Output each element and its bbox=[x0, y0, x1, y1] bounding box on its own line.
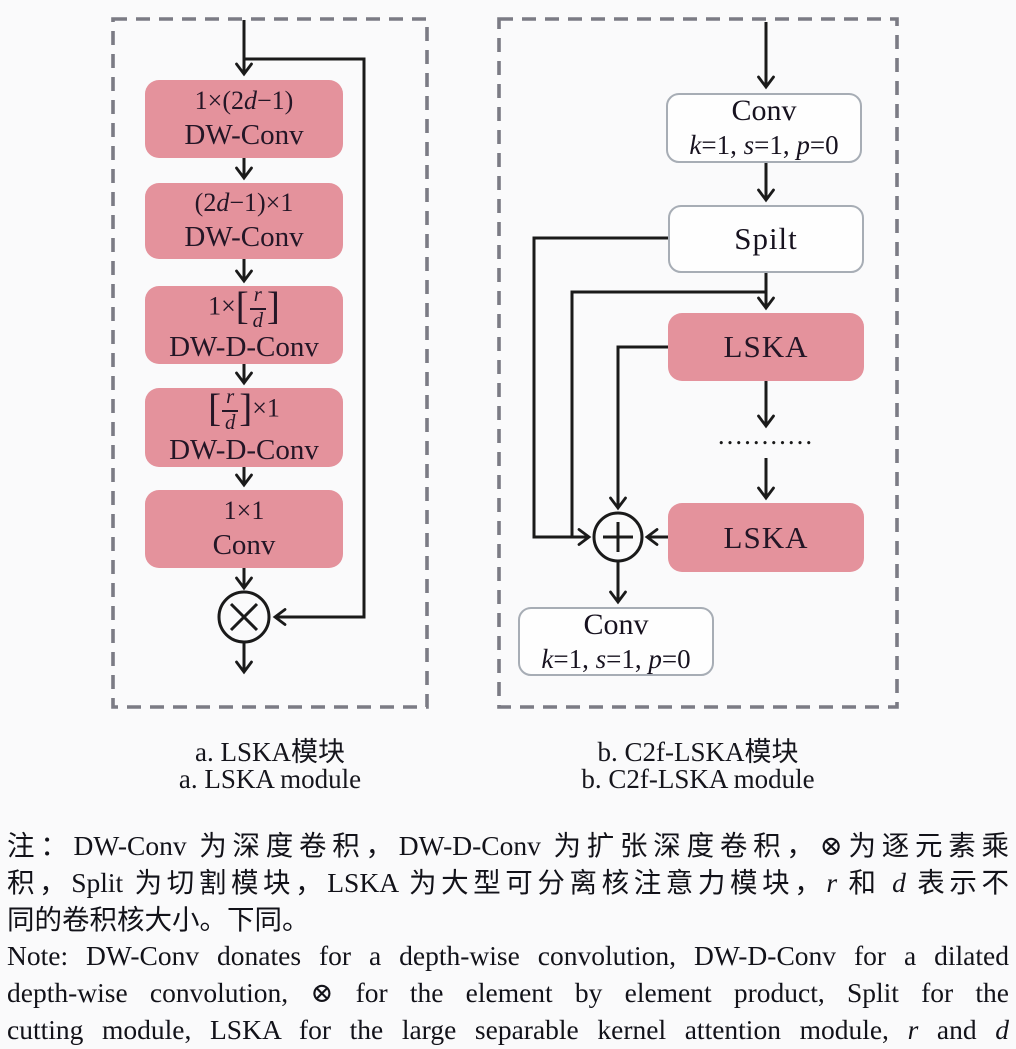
ellipsis-dots: ........... bbox=[717, 420, 815, 450]
caption-b-en: b. C2f-LSKA module bbox=[581, 764, 815, 794]
block-kernel-label: 1×(2d−1) bbox=[194, 85, 294, 115]
conv-1x1-block: 1×1 Conv bbox=[145, 490, 343, 568]
split-label: Spilt bbox=[734, 221, 798, 257]
caption-b-zh: b. C2f-LSKA模块 bbox=[597, 737, 799, 767]
block-op-label: DW-Conv bbox=[184, 118, 304, 151]
multiply-x-glyph bbox=[229, 602, 259, 632]
b-branch-skip-line bbox=[570, 290, 766, 537]
lska-block-2: LSKA bbox=[668, 503, 864, 572]
lska-label: LSKA bbox=[723, 329, 809, 365]
caption-a-en: a. LSKA module bbox=[178, 764, 362, 794]
note-line: 注：DW-Conv 为深度卷积，DW-D-Conv 为扩张深度卷积，⊗为逐元素乘 bbox=[7, 830, 1009, 861]
a-skip-connection bbox=[244, 57, 366, 626]
conv-params-label: k=1, s=1, p=0 bbox=[541, 643, 691, 674]
note-line: cutting module, LSKA for the large separ… bbox=[7, 1013, 1009, 1045]
conv-label: Conv bbox=[731, 94, 797, 128]
add-node bbox=[592, 511, 644, 563]
conv-k1s1p0-bottom-block: Conv k=1, s=1, p=0 bbox=[518, 607, 714, 676]
panel-a-dashed-border bbox=[111, 17, 429, 709]
panel-a-arrows bbox=[235, 20, 366, 675]
note-line: 积，Split 为切割模块，LSKA 为大型可分离核注意力模块，r 和 d 表示… bbox=[7, 866, 1010, 898]
diagram-connectors bbox=[111, 17, 899, 709]
block-op-label: DW-D-Conv bbox=[169, 433, 319, 466]
plus-glyph bbox=[603, 522, 633, 552]
panel-b-dashed-border bbox=[497, 17, 899, 709]
note-line: Note: DW-Conv donates for a depth-wise c… bbox=[7, 940, 1009, 972]
b-lska1-skip-line bbox=[609, 345, 668, 511]
block-kernel-label: (2d−1)×1 bbox=[194, 187, 294, 217]
figure-note: 注：DW-Conv 为深度卷积，DW-D-Conv 为扩张深度卷积，⊗为逐元素乘… bbox=[7, 828, 1009, 1049]
b-split-skip-line bbox=[532, 236, 668, 546]
panel-b-arrows bbox=[532, 22, 775, 605]
split-block: Spilt bbox=[668, 205, 864, 273]
note-line: 同的卷积核大小。下同。 bbox=[7, 903, 310, 935]
caption-a-zh: a. LSKA模块 bbox=[195, 737, 345, 767]
dwconv-1x2d1-block: 1×(2d−1) DW-Conv bbox=[145, 80, 343, 158]
block-op-label: Conv bbox=[212, 528, 276, 561]
dwconv-2d1x1-block: (2d−1)×1 DW-Conv bbox=[145, 183, 343, 259]
block-op-label: DW-Conv bbox=[184, 220, 304, 253]
conv-k1s1p0-top-block: Conv k=1, s=1, p=0 bbox=[666, 93, 862, 163]
lska-block-1: LSKA bbox=[668, 313, 864, 381]
elementwise-multiply-node bbox=[217, 590, 271, 644]
conv-params-label: k=1, s=1, p=0 bbox=[689, 130, 839, 161]
conv-label: Conv bbox=[583, 607, 649, 641]
block-kernel-label: 1×1 bbox=[223, 495, 265, 525]
block-op-label: DW-D-Conv bbox=[169, 331, 319, 364]
note-line: depth-wise convolution, ⊗ for the elemen… bbox=[7, 977, 1009, 1009]
lska-label: LSKA bbox=[723, 519, 809, 555]
